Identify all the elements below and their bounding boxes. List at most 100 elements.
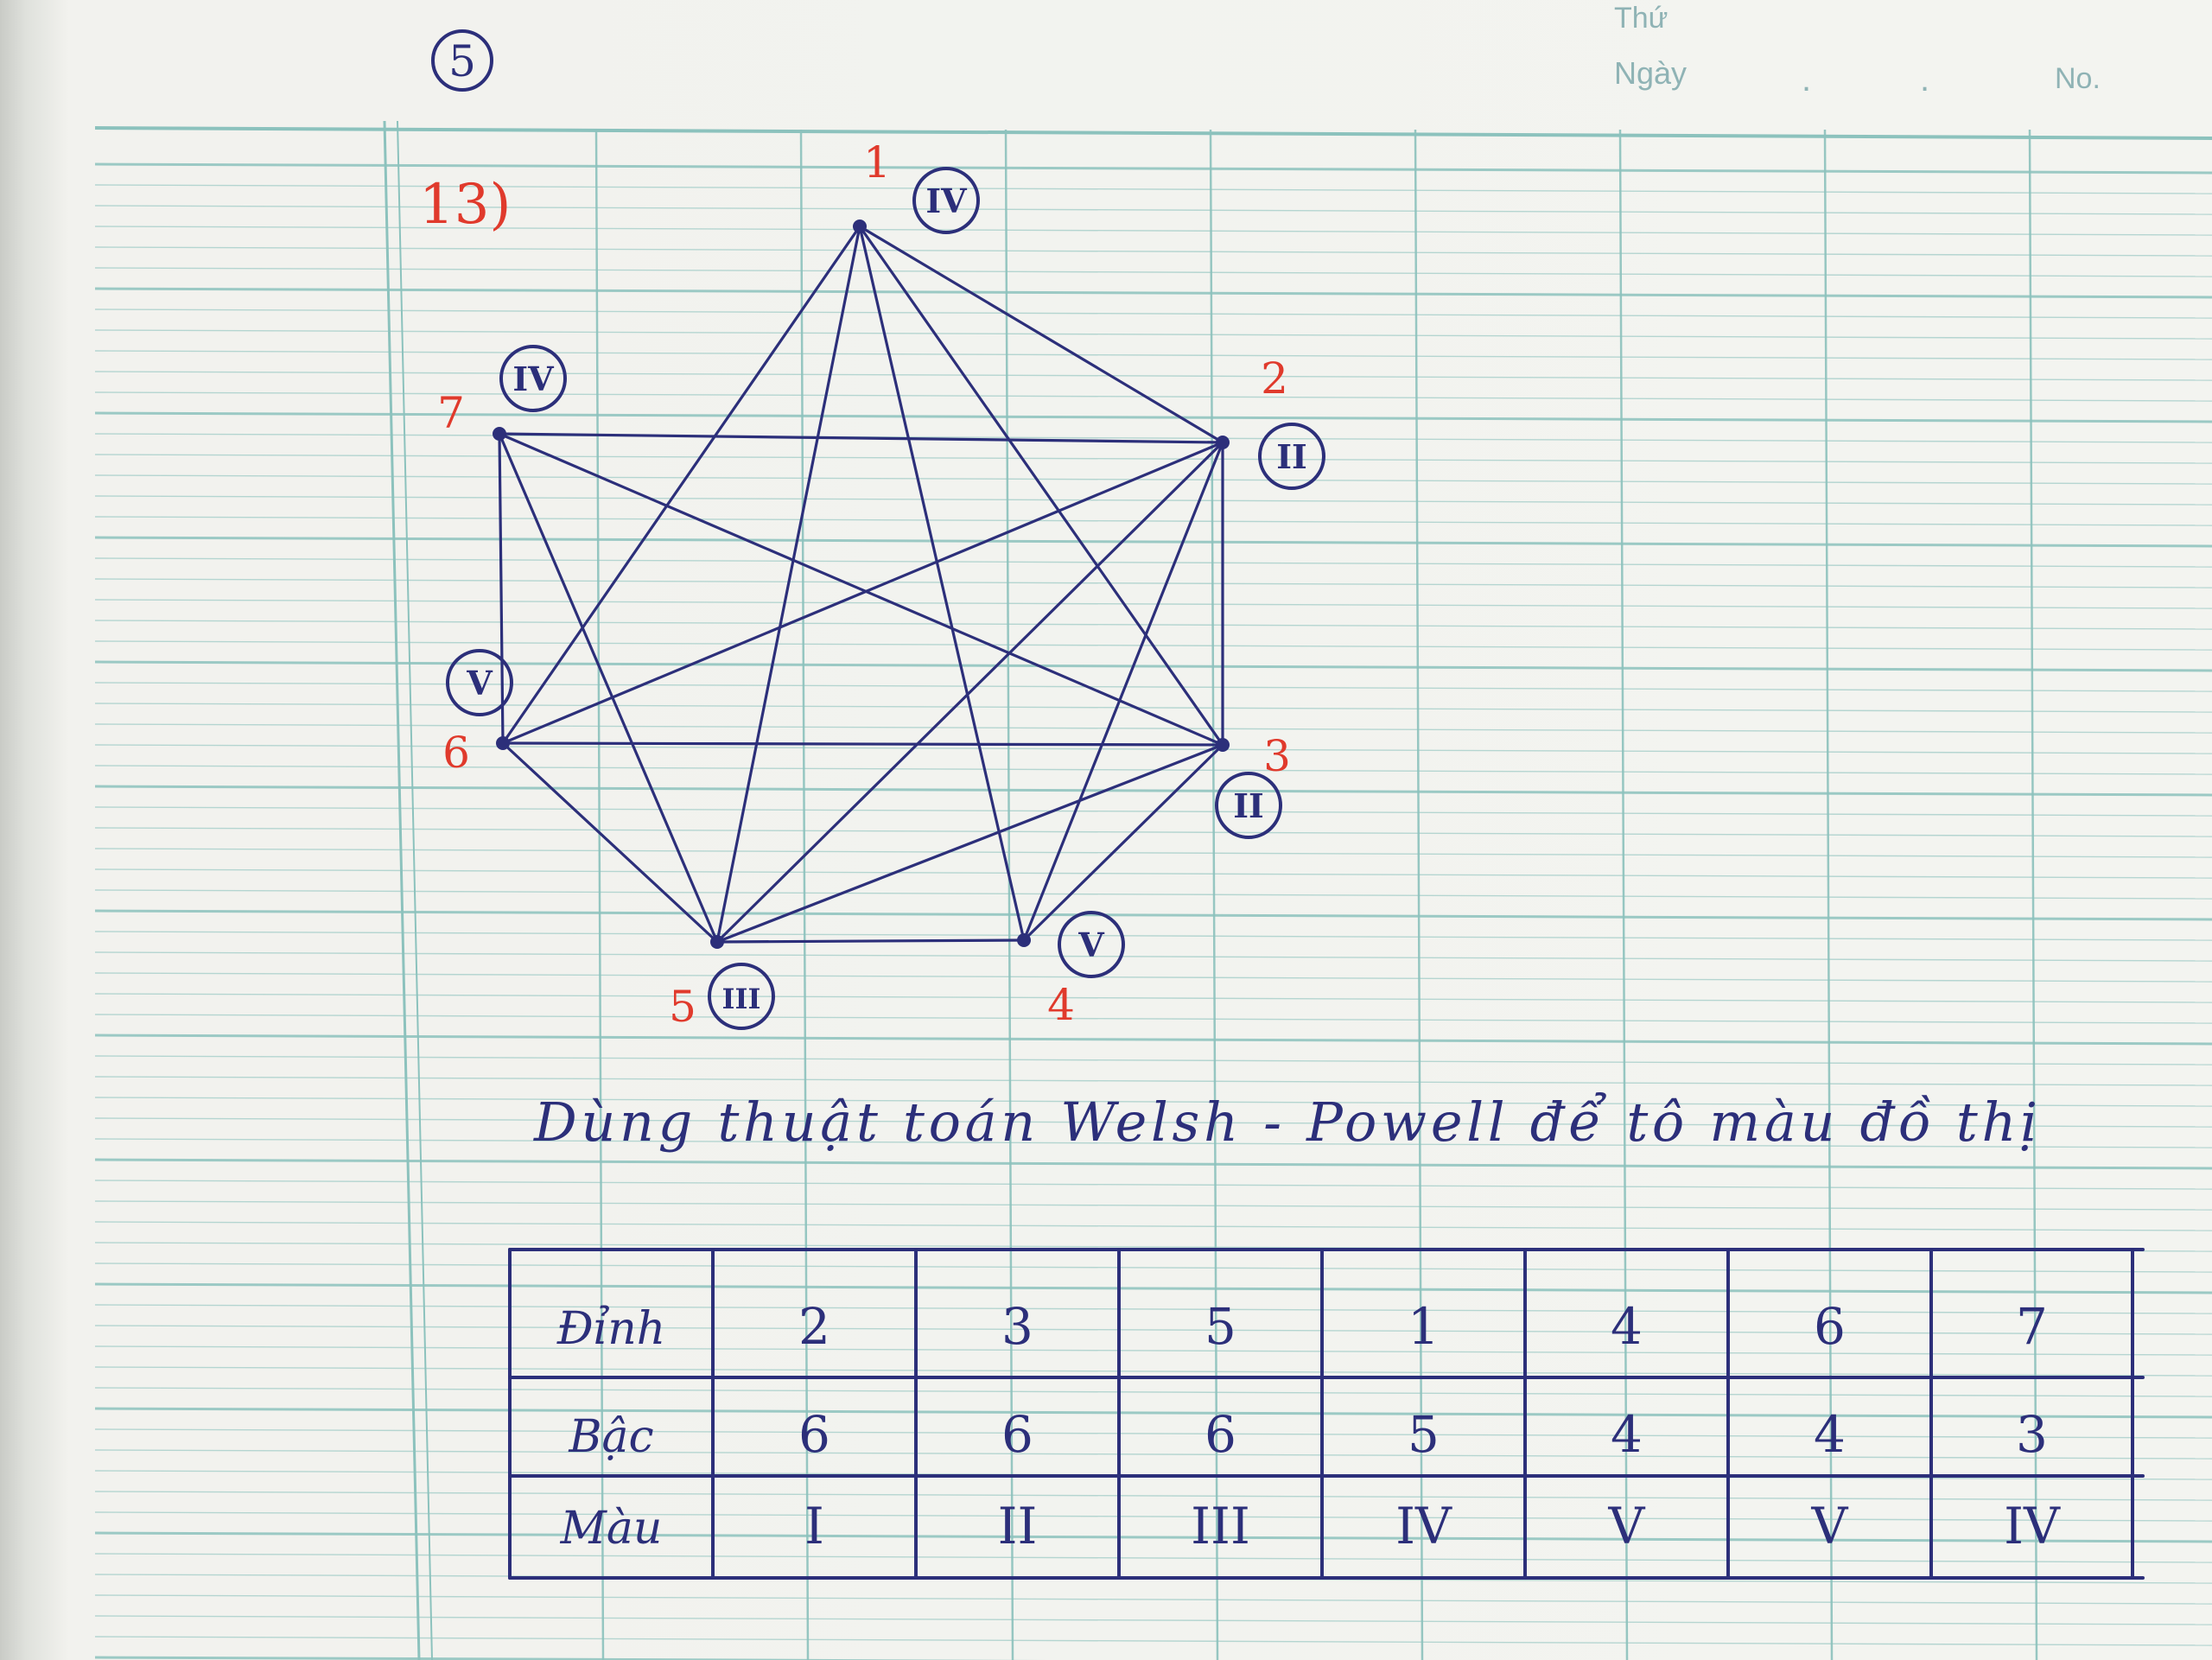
graph-edge-1-3 [858,225,1224,747]
ruled-line [94,785,2212,797]
vertex-4 [1017,933,1031,947]
margin-line [383,120,421,1660]
vertex-color-circle-6 [446,649,513,716]
ruled-line [94,827,2212,837]
vertex-label-5: 5 [669,982,696,1032]
graph-edge-2-5 [715,441,1224,944]
ruled-line [94,1221,2212,1231]
ruled-line [94,1594,2212,1605]
ruled-line [94,1491,2212,1501]
ruled-line [94,1034,2212,1046]
ruled-line [94,868,2212,879]
ruled-line [94,1304,2212,1314]
ruled-line [94,371,2212,381]
graph-edge-5-7 [498,432,719,944]
vertex-color-5: III [722,983,761,1015]
table-cell: 6 [1001,1405,1033,1464]
vertex-color-circle-1 [912,167,980,234]
graph-edge-2-7 [498,432,1224,444]
ruled-line [94,287,2212,299]
ruled-line [94,350,2212,360]
vertex-color-circle-5 [708,963,775,1030]
graph-edge-3-6 [501,741,1224,747]
vertex-label-3: 3 [1263,731,1291,781]
ruled-line [94,909,2212,921]
table-cell: 6 [798,1405,830,1464]
ruled-line [94,972,2212,983]
ruled-line [94,184,2212,194]
table-cell: 2 [798,1297,830,1356]
column-line [1004,129,1014,1660]
ruled-line [94,1158,2212,1170]
ruled-line [94,1636,2212,1646]
ruled-line [94,1097,2212,1107]
column-line [799,129,810,1660]
table-row-label: Đỉnh [556,1303,666,1355]
ruled-line [94,1449,2212,1460]
vertex-label-6: 6 [442,728,470,778]
number-label: No. [2055,62,2101,95]
table-cell: II [998,1497,1038,1555]
ruled-line [94,1553,2212,1563]
ruled-line [94,1325,2212,1335]
table-cell: 3 [1001,1297,1033,1356]
vertex-color-2: II [1276,437,1307,476]
ruled-line [94,578,2212,588]
graph-edge-4-5 [715,938,1026,944]
vertex-color-circle-3 [1215,772,1282,839]
ruled-line [94,1076,2212,1086]
vertex-color-1: IV [925,181,968,220]
exercise-label: 13) [419,173,511,237]
page-number: 5 [448,36,476,86]
ruled-line [94,848,2212,858]
column-line [1209,129,1219,1660]
table-cell: I [804,1497,824,1555]
ruled-line [94,1511,2212,1522]
graph-edge-1-4 [858,225,1026,942]
graph-edges [498,225,1224,944]
column-line [2028,129,2038,1660]
ruled-line [94,1180,2212,1190]
ruled-line [94,660,2212,672]
ruled-line [94,744,2212,754]
vertex-5 [710,935,724,949]
vertex-label-1: 1 [863,137,891,188]
vertex-1 [853,219,867,233]
ruled-line [94,411,2212,423]
vertex-label-4: 4 [1047,980,1075,1030]
table-cell: IV [2004,1497,2061,1555]
graph-edge-3-5 [715,743,1224,944]
vertex-2 [1216,436,1230,449]
vertex-color-7: IV [512,359,555,398]
ruled-line [94,1138,2212,1148]
ruled-line [94,557,2212,568]
table-cell: IV [1395,1497,1452,1555]
graph-edge-3-4 [1022,743,1224,942]
ruled-line [94,951,2212,962]
ruled-line [94,1387,2212,1397]
vertex-color-circle-4 [1058,911,1125,978]
ruled-line [94,162,2212,175]
ruled-line [94,1656,1048,1660]
ruled-line [94,599,2212,609]
graph-edge-5-6 [501,741,719,944]
graph-edge-1-2 [858,225,1224,444]
graph-edge-3-7 [498,432,1224,747]
ruled-line [94,474,2212,485]
vertex-6 [496,736,510,750]
ruled-line [94,1615,2212,1625]
ruled-line [94,931,2212,941]
ruled-line [94,329,2212,340]
ruled-line [94,1531,2212,1543]
ruled-line [94,1014,2212,1024]
graph-edge-2-6 [501,441,1224,745]
table-cell: 4 [1611,1297,1643,1356]
ruled-line [94,1117,2212,1128]
ruled-line [94,1407,2212,1419]
vertex-7 [493,427,506,441]
